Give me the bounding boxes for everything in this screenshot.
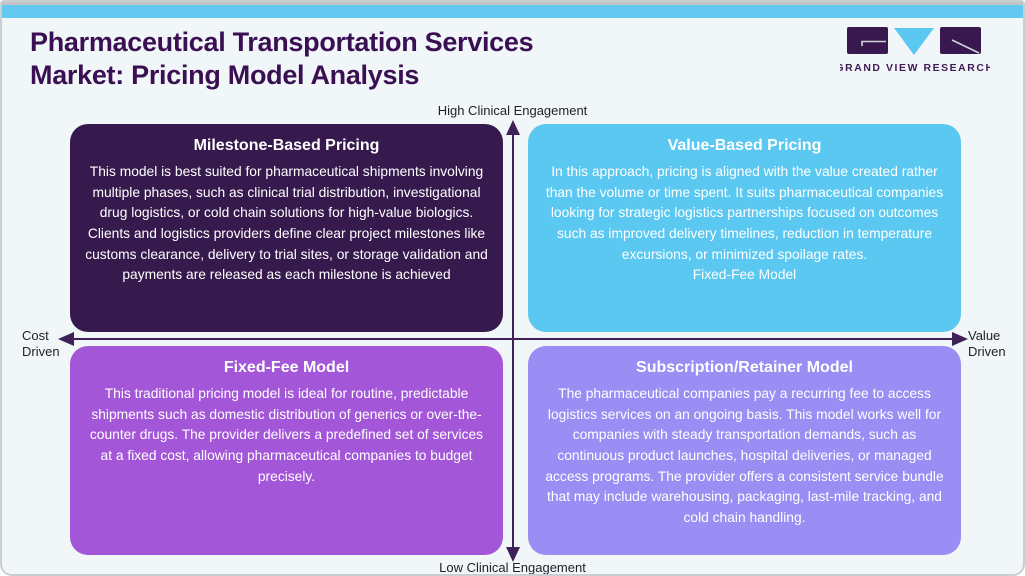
page-title: Pharmaceutical Transportation Services M… (30, 26, 534, 92)
grand-view-research-logo: GRAND VIEW RESEARCH (840, 27, 990, 74)
top-accent-bar (2, 2, 1023, 18)
quadrant-milestone-based-pricing: Milestone-Based Pricing This model is be… (70, 124, 503, 332)
quadrant-title: Milestone-Based Pricing (193, 137, 380, 154)
quadrant-body: This model is best suited for pharmaceut… (85, 164, 488, 283)
axis-label-high-clinical-engagement: High Clinical Engagement (437, 103, 588, 118)
logo-wordmark: GRAND VIEW RESEARCH (840, 63, 990, 74)
page-title-line2: Market: Pricing Model Analysis (30, 60, 420, 90)
quadrant-value-based-pricing: Value-Based Pricing In this approach, pr… (528, 124, 961, 332)
axis-label-value-driven: Value Driven (968, 328, 1006, 359)
arrowhead-left-icon (58, 332, 74, 346)
quadrant-fixed-fee-model: Fixed-Fee Model This traditional pricing… (70, 346, 503, 555)
quadrant-body: This traditional pricing model is ideal … (89, 386, 484, 484)
quadrant-subscription-retainer-model: Subscription/Retainer Model The pharmace… (528, 346, 961, 555)
page-title-line1: Pharmaceutical Transportation Services (30, 27, 534, 57)
quadrant-title: Value-Based Pricing (667, 137, 822, 154)
arrowhead-right-icon (952, 332, 968, 346)
quadrant-body: In this approach, pricing is aligned wit… (545, 164, 944, 262)
arrowhead-up-icon (506, 120, 520, 135)
gvr-logo-icon (847, 27, 981, 55)
axis-label-cost-driven: Cost Driven (22, 328, 60, 359)
quadrant-title: Subscription/Retainer Model (636, 359, 853, 376)
quadrant-extra-line: Fixed-Fee Model (692, 267, 797, 283)
quadrant-title: Fixed-Fee Model (223, 359, 350, 376)
quadrant-body: The pharmaceutical companies pay a recur… (545, 386, 944, 526)
axis-label-low-clinical-engagement: Low Clinical Engagement (439, 560, 586, 575)
